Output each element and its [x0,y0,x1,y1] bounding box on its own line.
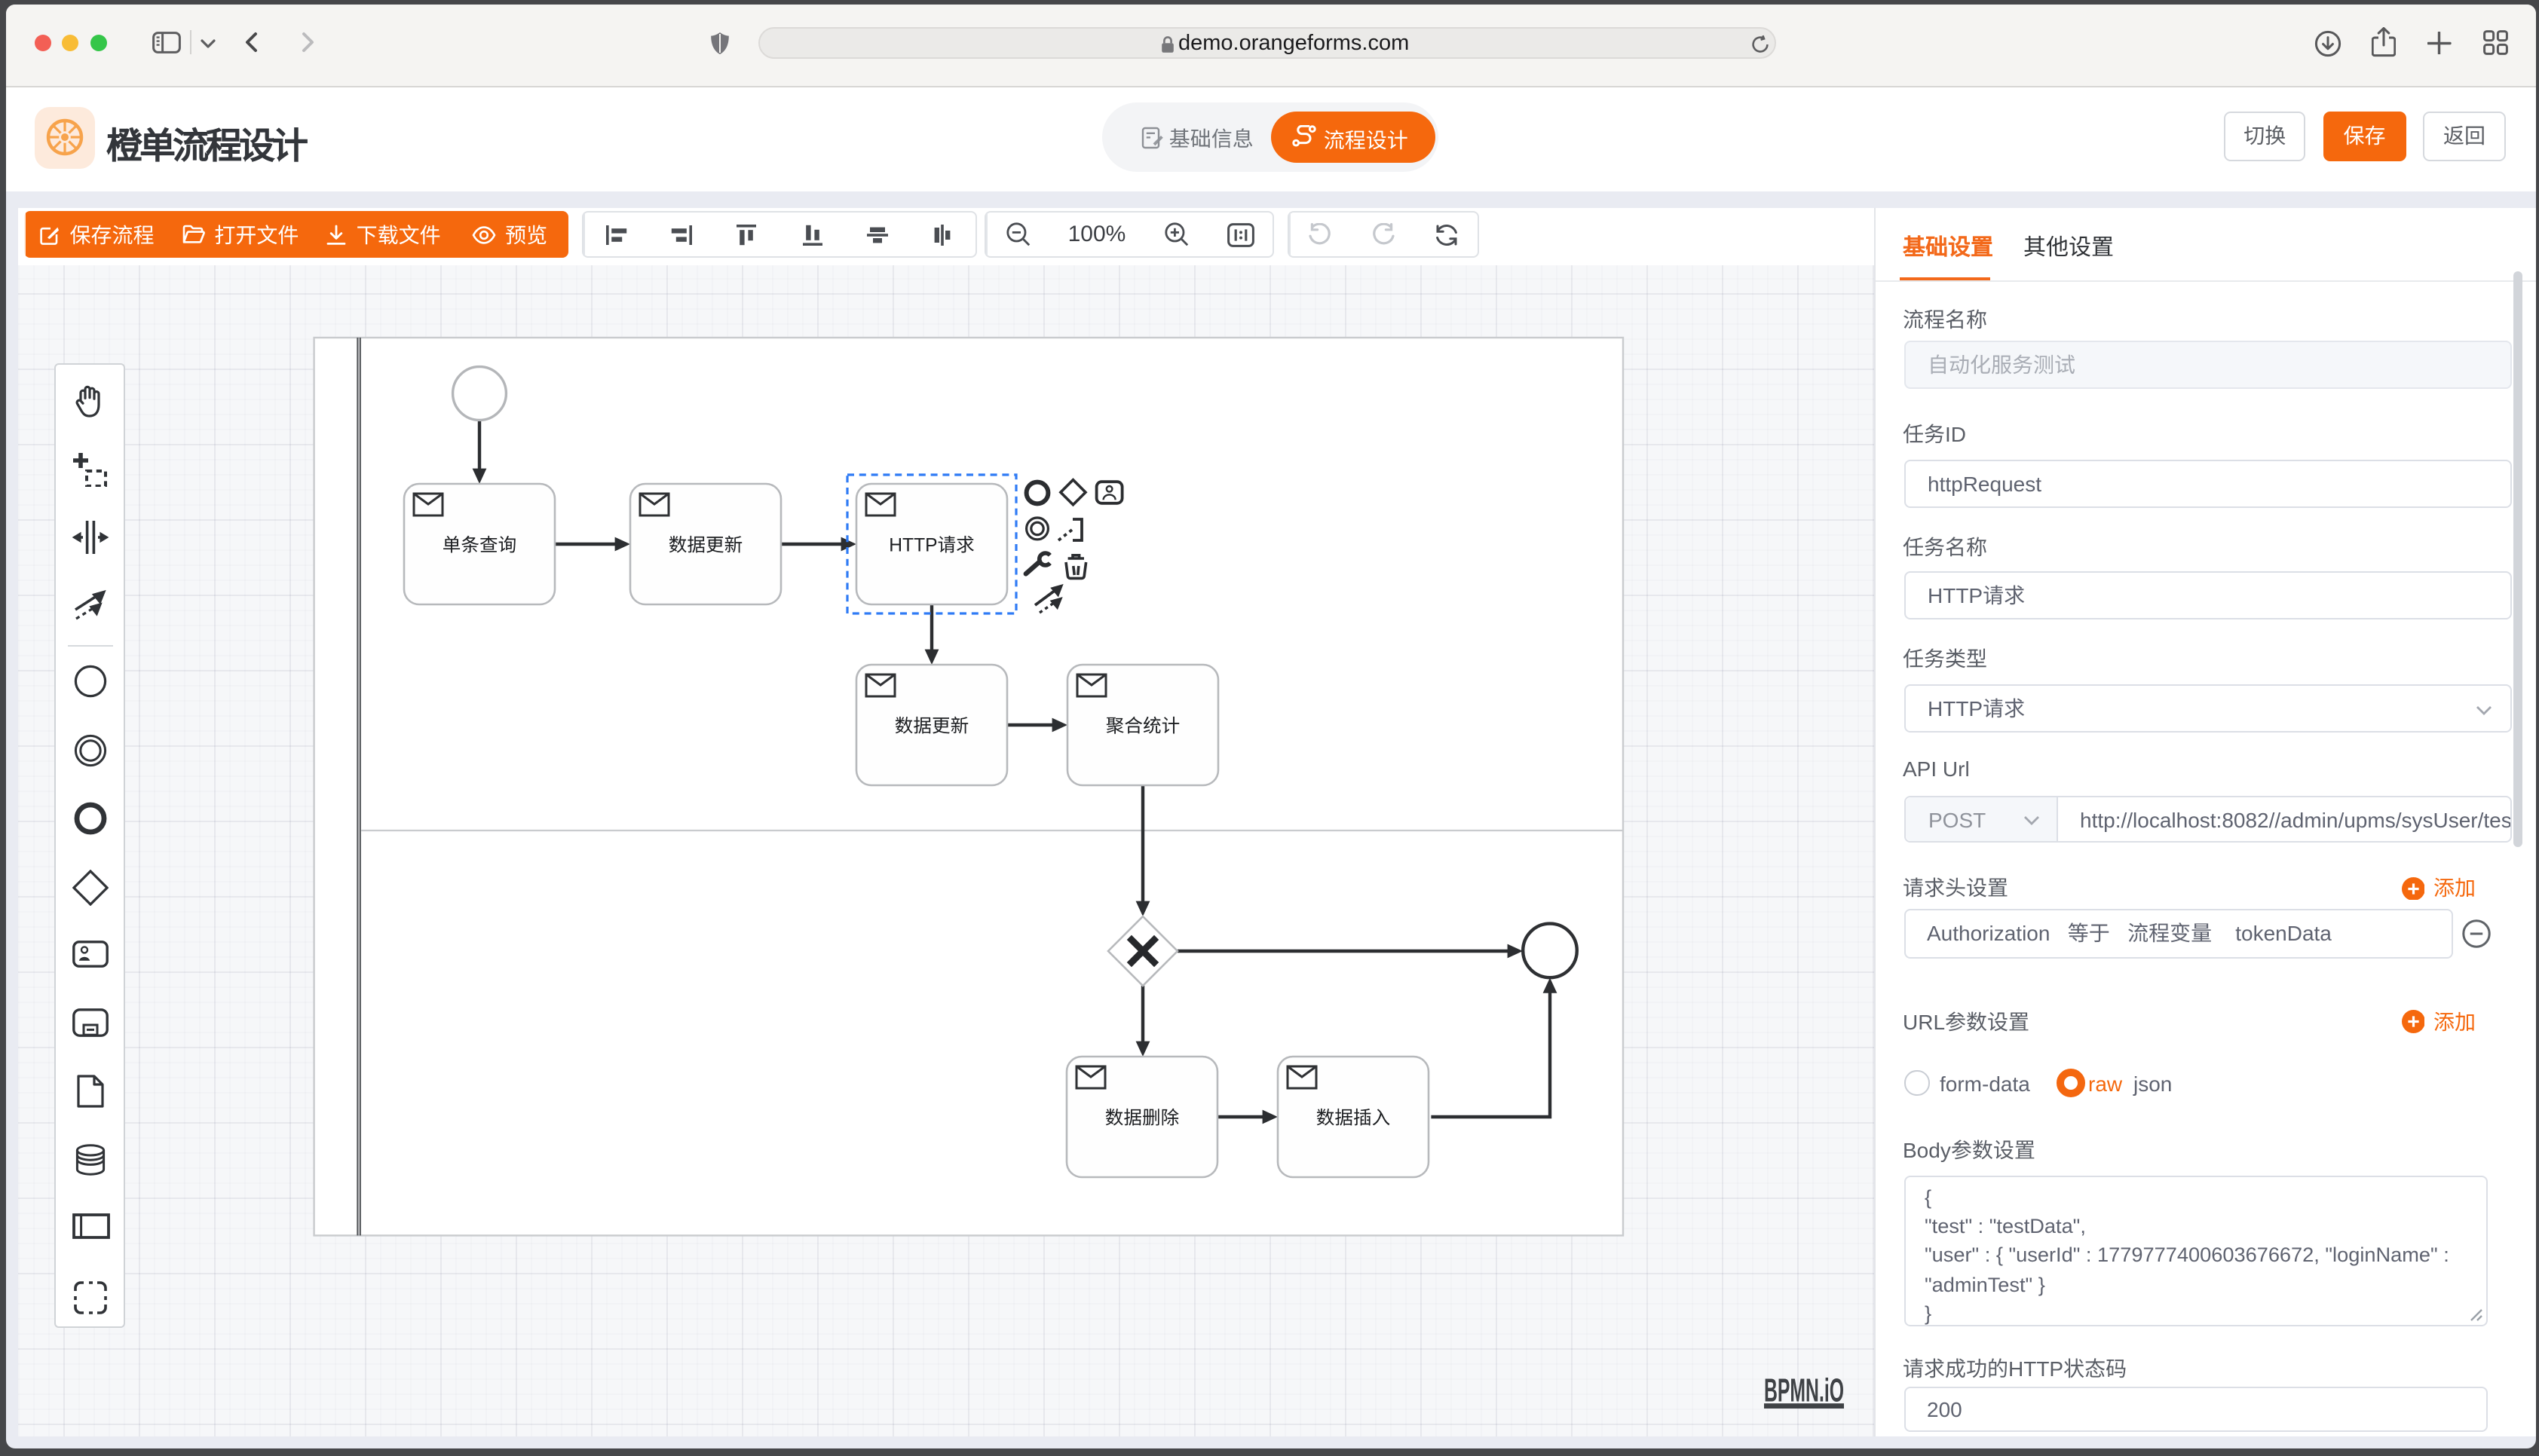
svg-text:数据删除: 数据删除 [1105,1109,1179,1129]
svg-text:HTTP请求: HTTP请求 [889,536,974,556]
svg-text:数据更新: 数据更新 [895,717,969,737]
svg-text:数据更新: 数据更新 [669,536,743,556]
svg-text:聚合统计: 聚合统计 [1106,717,1180,737]
svg-text:单条查询: 单条查询 [443,536,516,556]
svg-text:BPMN.iO: BPMN.iO [1764,1372,1844,1409]
svg-text:数据插入: 数据插入 [1316,1109,1390,1129]
